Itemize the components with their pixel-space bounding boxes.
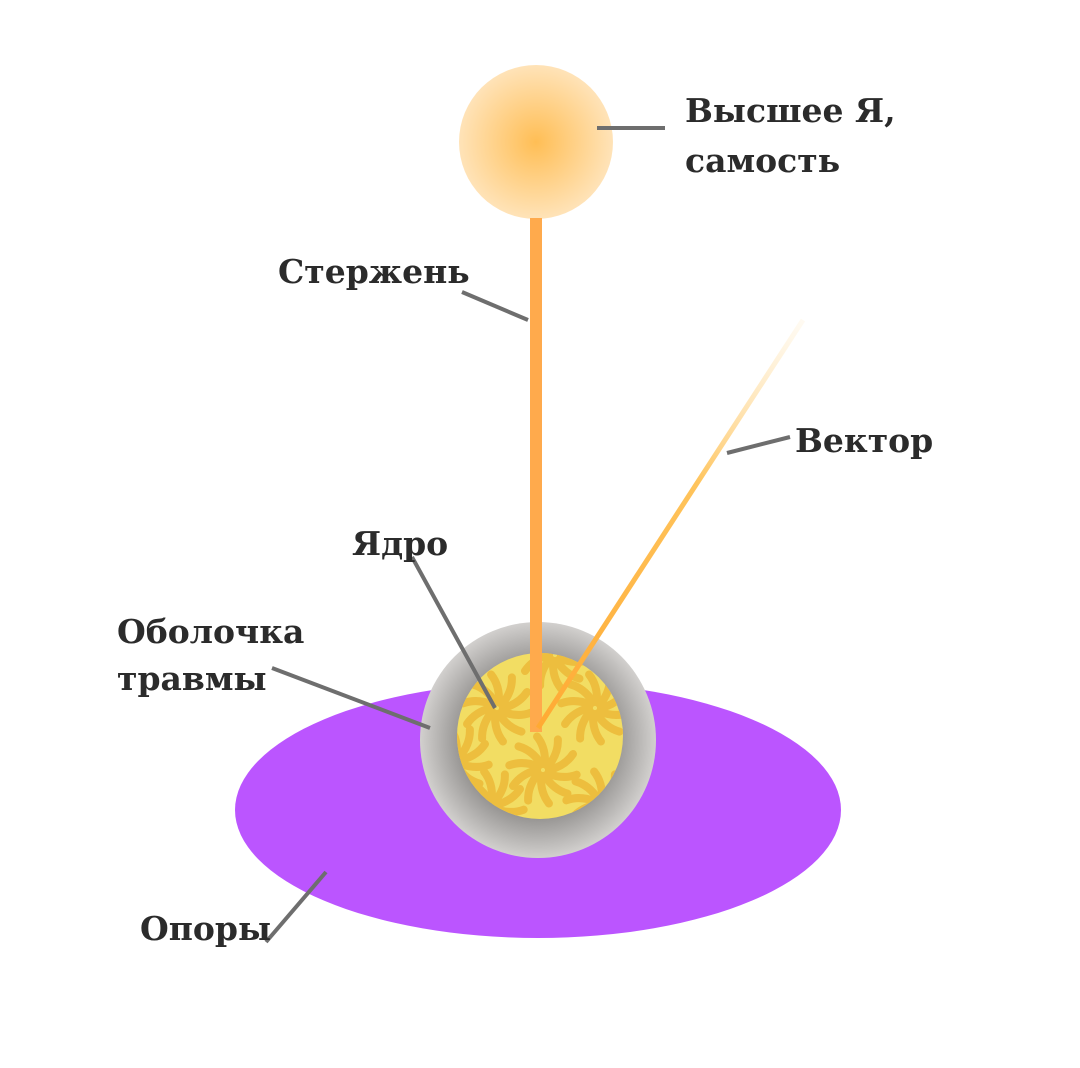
swirl-petal — [589, 709, 605, 746]
swirl-petal — [552, 656, 584, 683]
swirl-petal — [490, 770, 509, 806]
swirl-petal — [537, 771, 553, 808]
swirl-petal — [543, 769, 581, 781]
label-shell-1: Оболочка — [117, 612, 304, 651]
swirl-petal — [499, 688, 531, 712]
leader-vector — [726, 435, 791, 455]
swirl-petal — [497, 707, 535, 719]
swirl-petal — [549, 656, 565, 693]
vector-ray — [535, 318, 806, 730]
leader-shell — [271, 666, 431, 730]
swirl-petal — [545, 750, 577, 774]
swirl-petal — [463, 704, 495, 728]
label-core: Ядро — [352, 524, 448, 563]
leader-supports — [264, 870, 328, 944]
swirl-petal — [478, 707, 497, 743]
label-rod: Стержень — [278, 252, 470, 291]
swirl-petal — [487, 670, 503, 707]
leader-rod — [461, 290, 529, 322]
swirl-petal — [497, 673, 516, 709]
swirl-petal — [576, 707, 595, 743]
swirl-petal — [533, 732, 549, 769]
swirl-petal — [457, 740, 489, 764]
swirl-petal — [595, 707, 623, 719]
swirl-petal — [543, 735, 562, 771]
label-higher-self-2: самость — [685, 141, 840, 180]
swirl-petal — [509, 766, 541, 790]
swirl-petal — [494, 709, 526, 736]
swirl-petal — [459, 697, 497, 709]
swirl-petal — [457, 759, 493, 771]
label-vector: Вектор — [795, 421, 933, 460]
swirl-petal — [557, 697, 595, 709]
higher-self-circle — [459, 65, 613, 219]
swirl-petal — [561, 704, 593, 728]
swirl-petal — [514, 742, 546, 769]
swirl-petal — [566, 680, 598, 707]
label-shell-2: травмы — [117, 659, 267, 698]
leader-core — [410, 556, 497, 709]
swirl-petal — [592, 709, 623, 736]
swirl-petal — [480, 767, 496, 804]
swirl-petal — [524, 769, 543, 805]
swirl-petal — [540, 771, 572, 798]
swirl-petal — [505, 759, 543, 771]
swirl-petal — [585, 670, 601, 707]
swirl-petal — [597, 688, 623, 712]
label-supports: Опоры — [140, 909, 271, 948]
rod — [530, 218, 542, 732]
swirl-petal — [457, 725, 474, 761]
swirl-petal — [491, 709, 507, 746]
label-higher-self-1: Высшее Я, — [685, 91, 896, 130]
swirl-petal — [492, 785, 524, 809]
